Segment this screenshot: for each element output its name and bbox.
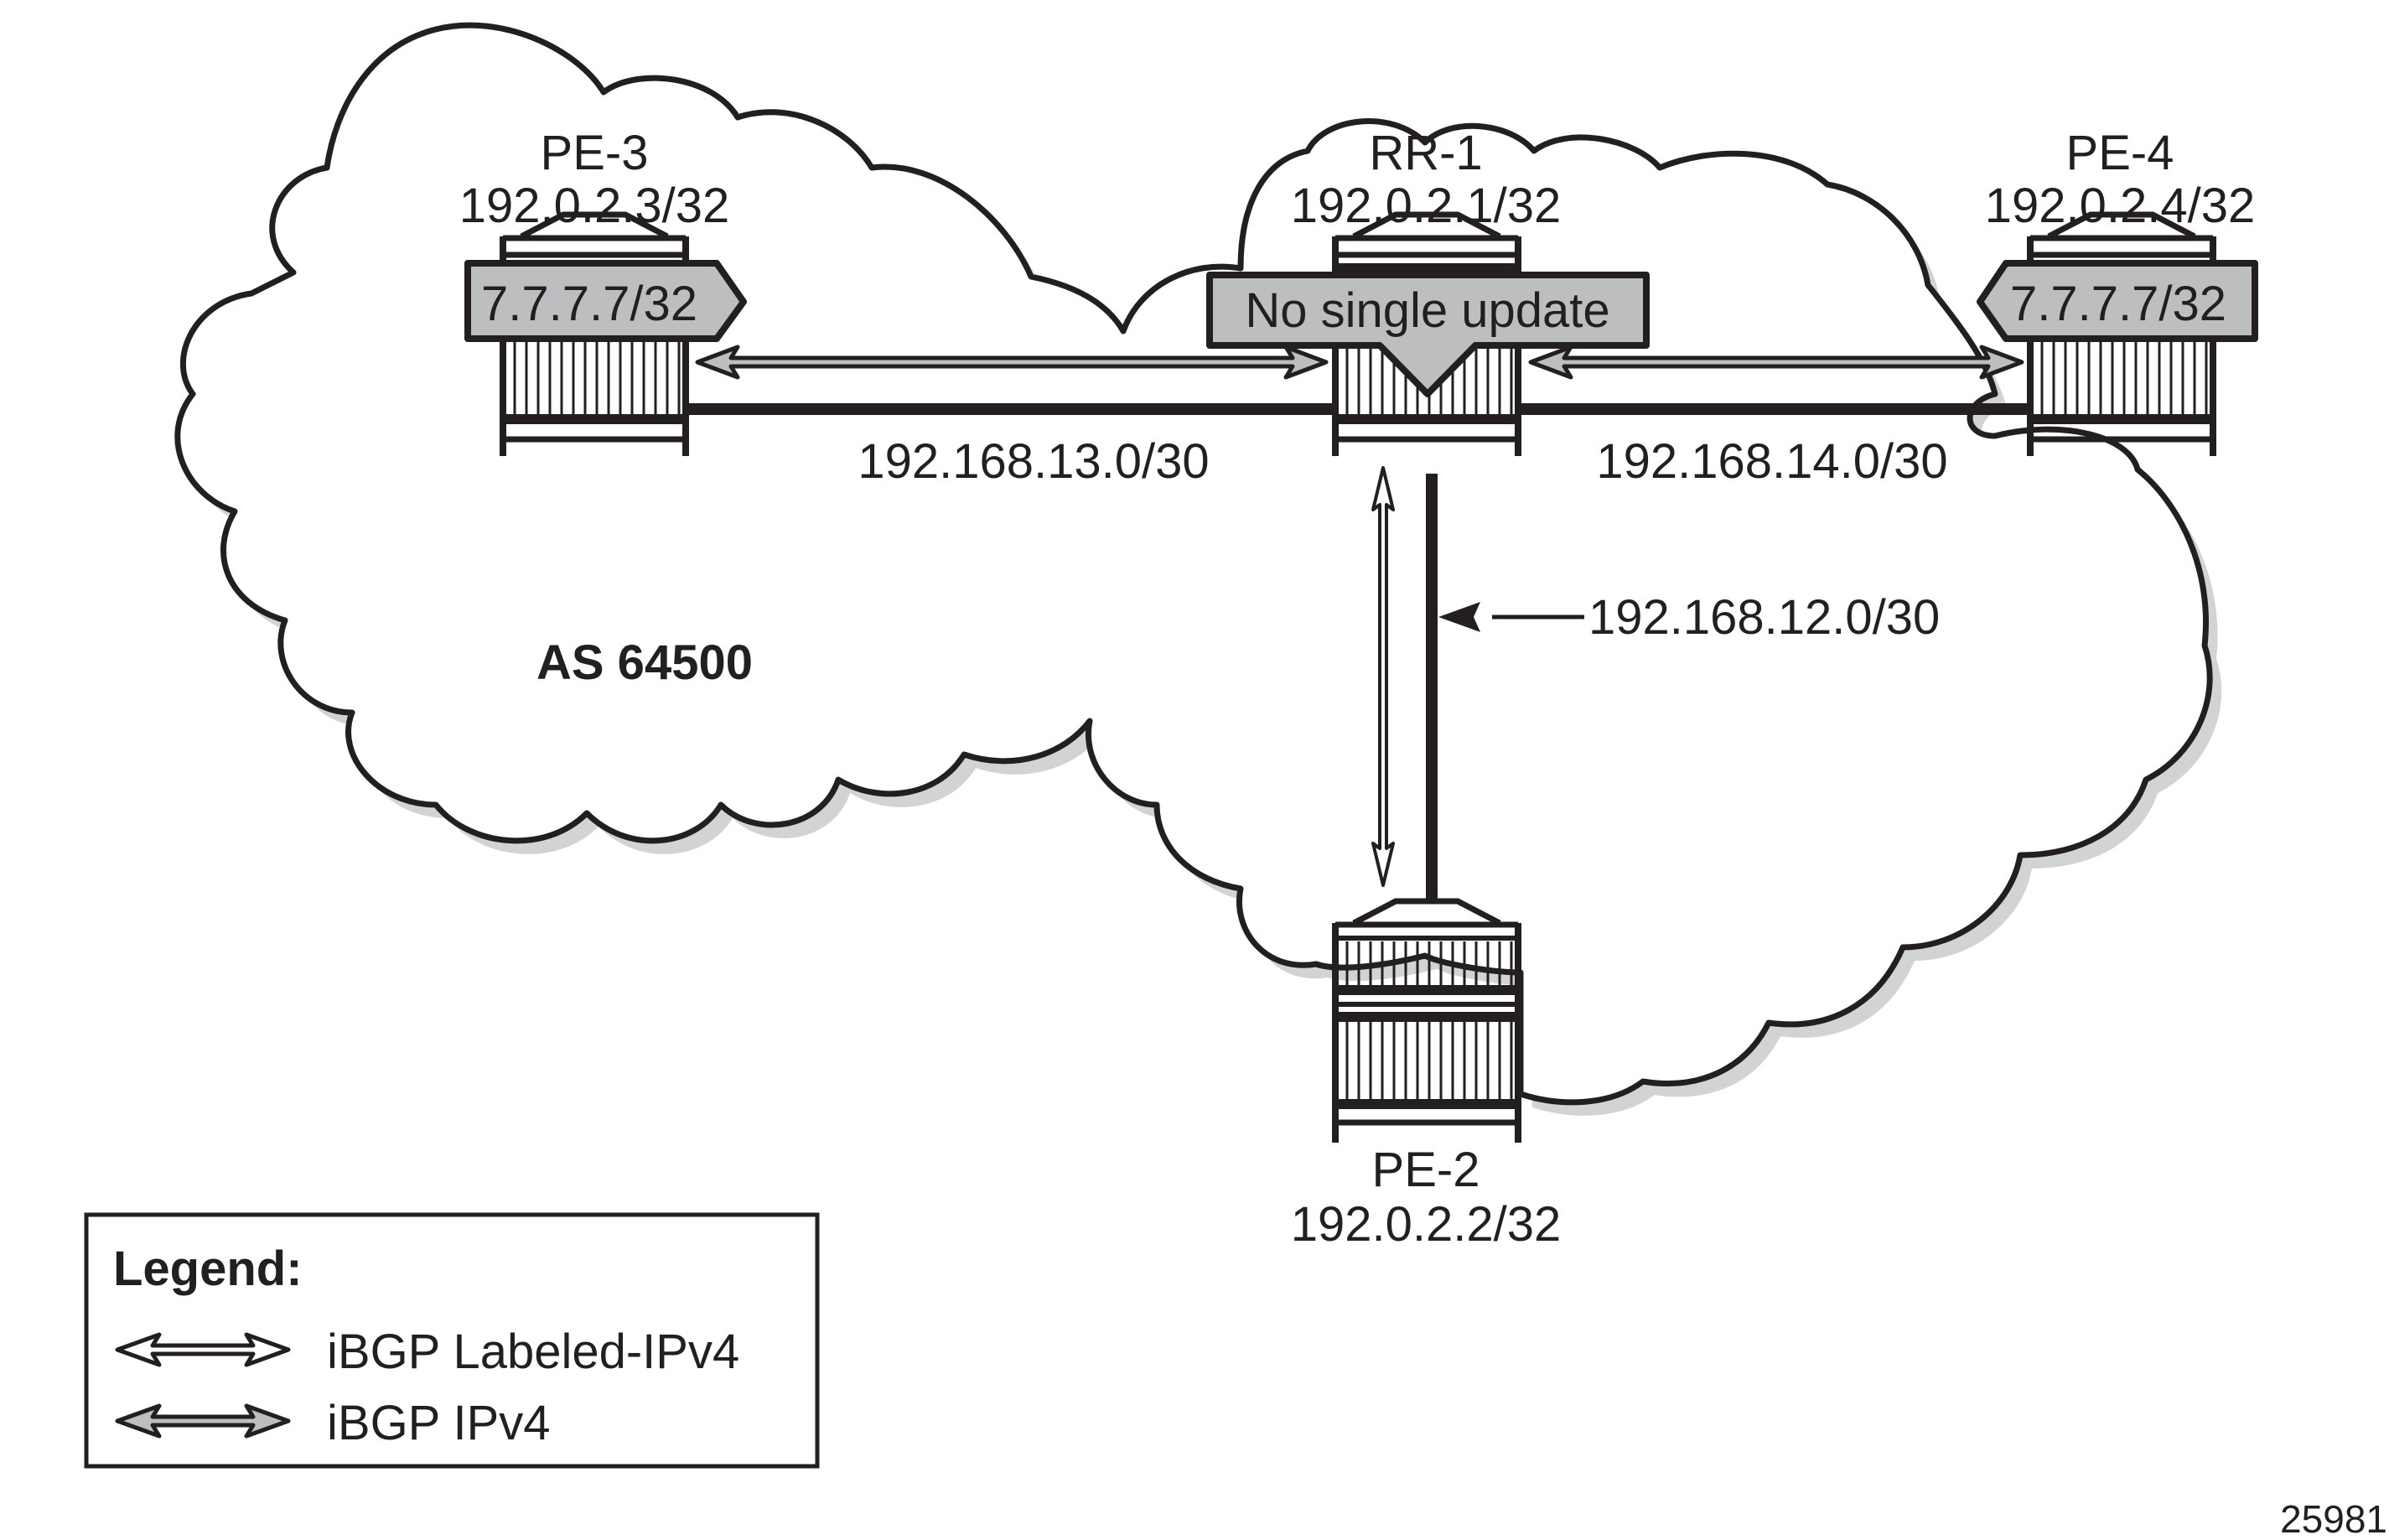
prefix-tag-pe3-text: 7.7.7.7/32 xyxy=(481,277,697,331)
link-rr1-pe4-subnet: 192.168.14.0/30 xyxy=(1596,434,1947,489)
prefix-tag-pe3: 7.7.7.7/32 xyxy=(464,260,747,342)
rr1-callout-text: No single update xyxy=(1245,283,1609,338)
as-label: AS 64500 xyxy=(536,635,753,690)
legend-item-ipv4: iBGP IPv4 xyxy=(115,1396,551,1450)
rr1-callout: No single update xyxy=(1206,272,1650,397)
router-pe2[interactable] xyxy=(1332,898,1521,1143)
rr1-name: RR-1 xyxy=(1369,126,1482,180)
legend: Legend: iBGP Labeled-IPv4 iBGP IPv4 xyxy=(84,1212,820,1469)
ibgp-labeled-ipv4-arrow-rr1-pe2 xyxy=(1371,466,1395,887)
prefix-tag-pe4-text: 7.7.7.7/32 xyxy=(2010,277,2226,331)
white-double-arrow-icon xyxy=(115,1332,291,1367)
prefix-tag-pe4: 7.7.7.7/32 xyxy=(1977,260,2258,342)
router-stripes xyxy=(1345,941,1513,1099)
pe3-ip: 192.0.2.3/32 xyxy=(459,179,730,233)
legend-label-ipv4: iBGP IPv4 xyxy=(327,1396,551,1450)
pe2-name: PE-2 xyxy=(1372,1143,1480,1197)
pe3-name: PE-3 xyxy=(541,126,649,180)
legend-label-labeled-ipv4: iBGP Labeled-IPv4 xyxy=(327,1325,739,1379)
legend-title: Legend: xyxy=(113,1242,303,1296)
figure-id: 25981 xyxy=(2280,1497,2387,1540)
pe2-ip: 192.0.2.2/32 xyxy=(1291,1197,1562,1252)
gray-double-arrow-icon xyxy=(115,1403,291,1439)
link-rr1-pe2-pointer xyxy=(1438,602,1584,632)
legend-item-labeled-ipv4: iBGP Labeled-IPv4 xyxy=(115,1325,739,1379)
link-rr1-pe2-subnet: 192.168.12.0/30 xyxy=(1588,590,1940,645)
ibgp-ipv4-arrow-rr1-pe4 xyxy=(1528,345,2024,380)
link-pe3-rr1-subnet: 192.168.13.0/30 xyxy=(858,434,1209,489)
ibgp-ipv4-arrow-pe3-rr1 xyxy=(695,345,1329,380)
pe4-ip: 192.0.2.4/32 xyxy=(1985,179,2256,233)
rr1-ip: 192.0.2.1/32 xyxy=(1291,179,1562,233)
pe4-name: PE-4 xyxy=(2066,126,2174,180)
